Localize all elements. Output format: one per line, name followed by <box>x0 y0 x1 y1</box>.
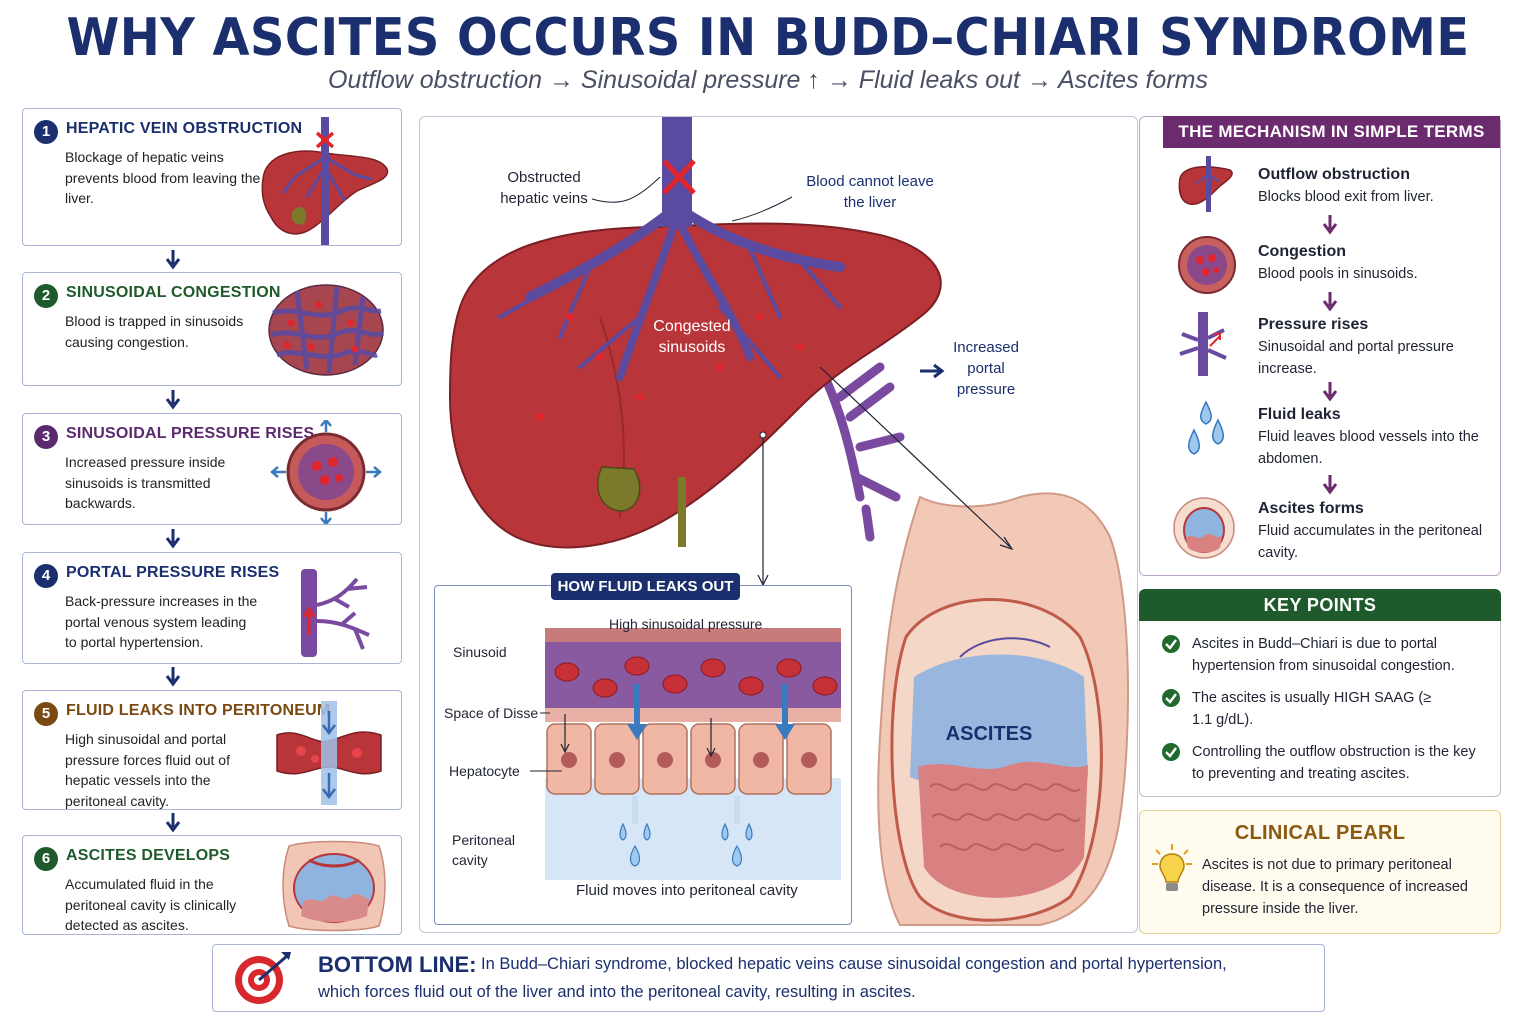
step-body-1: Blockage of hepatic veins prevents blood… <box>65 149 261 206</box>
mechanism-desc-4: Fluid leaves blood vessels into the abdo… <box>1258 429 1479 467</box>
label-high-sinusoidal-pressure: High sinusoidal pressure <box>609 616 763 632</box>
liver-illustration <box>448 117 1130 926</box>
mechanism-arrow-4 <box>1322 475 1338 495</box>
mechanism-arrow-1 <box>1322 215 1338 235</box>
lightbulb-icon <box>1152 844 1192 891</box>
mechanism-arrow-3 <box>1322 382 1338 402</box>
step-number-4: 4 <box>34 564 58 588</box>
mechanism-title-2: Congestion <box>1258 243 1346 260</box>
step-card-4: 4 PORTAL PRESSURE RISES Back-pressure in… <box>22 552 402 664</box>
key-point-3: Controlling the outflow obstruction is t… <box>1192 744 1476 782</box>
ascites-abdomen-icon <box>282 840 386 932</box>
mechanism-header: THE MECHANISM IN SIMPLE TERMS <box>1163 116 1500 148</box>
label-space-of-disse: Space of Disse <box>444 705 539 721</box>
target-icon <box>235 952 291 1004</box>
step-arrow-2 <box>165 390 181 410</box>
page-title: WHY ASCITES OCCURS IN BUDD–CHIARI SYNDRO… <box>66 8 1470 68</box>
clinical-pearl-text: Ascites is not due to primary peritoneal… <box>1202 857 1468 917</box>
label-increased-portal-pressure: Increased portal pressure <box>953 339 1019 398</box>
step-card-2: 2 SINUSOIDAL CONGESTION Blood is trapped… <box>22 272 402 386</box>
key-point-2: The ascites is usually HIGH SAAG (≥ 1.1 … <box>1192 690 1432 728</box>
key-points-panel <box>1139 589 1501 797</box>
step-number-2: 2 <box>34 284 58 308</box>
fluid-leak-icon <box>276 701 382 805</box>
fluid-leak-header: HOW FLUID LEAKS OUT <box>551 573 740 600</box>
congested-sinusoid-icon <box>268 284 385 376</box>
step-card-6: 6 ASCITES DEVELOPS Accumulated fluid in … <box>22 835 402 935</box>
page-subtitle: Outflow obstruction → Sinusoidal pressur… <box>328 66 1208 94</box>
step-title-2: SINUSOIDAL CONGESTION <box>66 284 281 301</box>
fluid-leak-illustration <box>545 628 841 880</box>
check-icon <box>1162 635 1180 653</box>
pressure-rise-icon <box>270 420 382 524</box>
mechanism-title-5: Ascites forms <box>1258 500 1364 517</box>
label-peritoneal-cavity: Peritoneal cavity <box>452 832 516 868</box>
label-ascites: ASCITES <box>945 723 1033 745</box>
label-sinusoid: Sinusoid <box>453 644 507 660</box>
mechanism-desc-5: Fluid accumulates in the peritoneal cavi… <box>1258 523 1483 561</box>
mechanism-desc-3: Sinusoidal and portal pressure increase. <box>1258 339 1454 377</box>
step-arrow-3 <box>165 529 181 549</box>
bottom-line-text-1: In Budd–Chiari syndrome, blocked hepatic… <box>481 955 1227 973</box>
step-arrow-5 <box>165 813 181 833</box>
step-body-2: Blood is trapped in sinusoids causing co… <box>65 313 244 350</box>
label-fluid-moves: Fluid moves into peritoneal cavity <box>576 882 798 899</box>
bottom-line-label: BOTTOM LINE: <box>318 952 477 977</box>
mechanism-desc-2: Blood pools in sinusoids. <box>1258 266 1418 282</box>
liver-obstruction-icon <box>261 117 389 245</box>
label-obstructed-veins: Obstructed hepatic veins <box>500 169 588 207</box>
label-blood-cannot-leave: Blood cannot leave the liver <box>806 173 934 211</box>
step-body-5: High sinusoidal and portal pressure forc… <box>65 731 230 809</box>
step-title-4: PORTAL PRESSURE RISES <box>66 564 280 581</box>
step-arrow-1 <box>165 250 181 270</box>
clinical-pearl-panel <box>1139 810 1501 934</box>
step-title-1: HEPATIC VEIN OBSTRUCTION <box>66 120 303 137</box>
step-title-5: FLUID LEAKS INTO PERITONEUM <box>66 702 331 719</box>
step-card-5: 5 FLUID LEAKS INTO PERITONEUM High sinus… <box>22 690 402 810</box>
step-card-1: 1 HEPATIC VEIN OBSTRUCTION Blockage of h… <box>22 108 402 246</box>
bottom-line-text-2: which forces fluid out of the liver and … <box>318 983 916 1001</box>
liver-icon <box>1178 156 1233 212</box>
step-body-4: Back-pressure increases in the portal ve… <box>65 593 258 650</box>
bottom-line-box <box>212 944 1325 1012</box>
mechanism-title-1: Outflow obstruction <box>1258 166 1410 183</box>
mechanism-title-3: Pressure rises <box>1258 316 1369 333</box>
step-title-3: SINUSOIDAL PRESSURE RISES <box>66 425 315 442</box>
fluid-drops-icon <box>1188 400 1224 455</box>
step-number-3: 3 <box>34 425 58 449</box>
mechanism-title-4: Fluid leaks <box>1258 406 1341 423</box>
leader-lines-fluid <box>530 712 562 772</box>
step-title-6: ASCITES DEVELOPS <box>66 847 231 864</box>
clinical-pearl-title: CLINICAL PEARL <box>1234 822 1406 844</box>
ascites-icon <box>1173 497 1235 559</box>
step-card-3: 3 SINUSOIDAL PRESSURE RISES Increased pr… <box>22 413 402 525</box>
mechanism-arrow-2 <box>1322 292 1338 312</box>
pressure-vein-icon <box>1179 312 1227 376</box>
portal-vein-icon <box>301 569 370 657</box>
check-icon <box>1162 743 1180 761</box>
step-arrow-4 <box>165 667 181 687</box>
step-body-3: Increased pressure inside sinusoids is t… <box>65 454 226 511</box>
step-body-6: Accumulated fluid in the peritoneal cavi… <box>65 876 237 933</box>
step-number-6: 6 <box>34 847 58 871</box>
step-number-1: 1 <box>34 120 58 144</box>
step-number-5: 5 <box>34 702 58 726</box>
key-point-1: Ascites in Budd–Chiari is due to portal … <box>1192 636 1455 674</box>
mechanism-desc-1: Blocks blood exit from liver. <box>1258 189 1434 205</box>
label-congested-sinusoids: Congested sinusoids <box>653 318 731 356</box>
label-hepatocyte: Hepatocyte <box>449 763 520 779</box>
key-points-header: KEY POINTS <box>1139 589 1501 621</box>
check-icon <box>1162 689 1180 707</box>
congestion-icon <box>1178 236 1236 294</box>
